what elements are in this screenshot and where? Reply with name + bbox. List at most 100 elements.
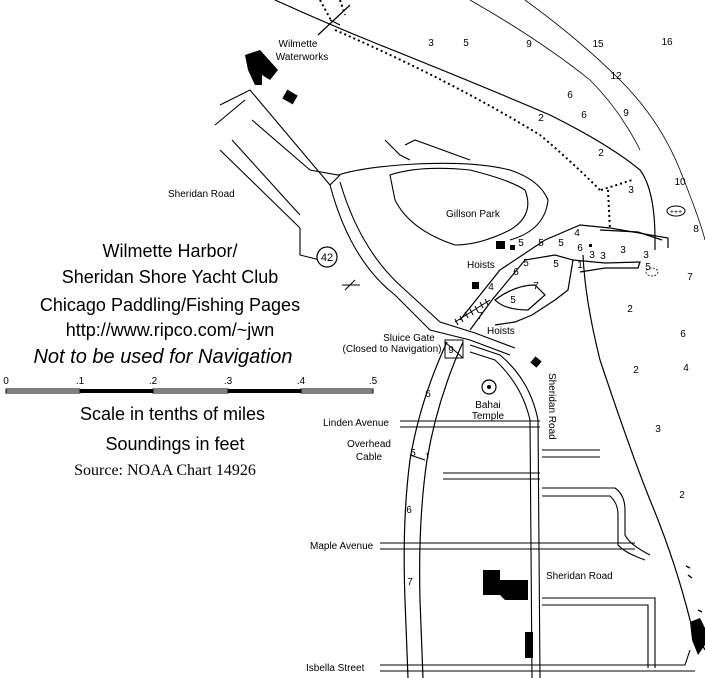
sounding: 6 xyxy=(581,110,587,121)
sounding: 6 xyxy=(577,243,583,254)
sounding: 5 xyxy=(523,258,529,269)
scale-tick-5: .5 xyxy=(369,376,378,387)
sounding: 7 xyxy=(477,311,483,322)
sounding: 3 xyxy=(643,250,649,261)
label-overhead-1: Overhead xyxy=(347,439,391,450)
sounding: 4 xyxy=(488,282,494,293)
sounding: 9 xyxy=(448,345,454,356)
south-roads xyxy=(380,344,695,678)
south-shore-dashes xyxy=(685,565,703,613)
sounding: 5 xyxy=(645,262,651,273)
soundings-caption: Soundings in feet xyxy=(105,434,245,454)
sluice-gate-symbol xyxy=(444,339,464,359)
sounding: 2 xyxy=(679,490,685,501)
hoist-buildings xyxy=(472,241,592,368)
sounding: 12 xyxy=(610,71,622,82)
label-sheridan-road-vertical: Sheridan Road xyxy=(546,373,557,440)
canal xyxy=(403,341,464,678)
label-isbella-street: Isbella Street xyxy=(306,663,365,674)
sounding: 3 xyxy=(628,185,634,196)
sounding: 6 xyxy=(567,90,573,101)
sounding: 1 xyxy=(577,260,583,271)
label-bahai-1: Bahai xyxy=(475,400,501,411)
label-sluice-gate-2: (Closed to Navigation) xyxy=(343,344,442,355)
waterworks-buildings xyxy=(245,50,298,105)
sounding: 5 xyxy=(410,448,416,459)
scale-bar: 0 .1 .2 .3 .4 .5 xyxy=(3,376,378,394)
sounding: 2 xyxy=(538,113,544,124)
sounding: 10 xyxy=(674,177,686,188)
sounding: 3 xyxy=(620,245,626,256)
scale-caption: Scale in tenths of miles xyxy=(79,404,266,424)
pier-hatch xyxy=(454,298,491,326)
sounding: 5 xyxy=(558,238,564,249)
sounding: 4 xyxy=(683,363,689,374)
scale-tick-1: .1 xyxy=(76,376,85,387)
label-waterworks-1: Wilmette xyxy=(279,39,318,50)
sounding: 3 xyxy=(589,250,595,261)
sounding: 3 xyxy=(428,38,434,49)
sounding: 9 xyxy=(526,39,532,50)
sounding: 6 xyxy=(513,267,519,278)
scale-tick-0: 0 xyxy=(3,376,9,387)
temple-symbol xyxy=(481,379,497,395)
scale-tick-2: .2 xyxy=(149,376,158,387)
harbor-basin xyxy=(459,224,669,331)
title-line-3: Chicago Paddling/Fishing Pages xyxy=(39,295,301,315)
sounding: 2 xyxy=(627,304,633,315)
sounding: 2 xyxy=(598,148,604,159)
depth-contours xyxy=(469,0,705,241)
depth-soundings-lake: 3 5 9 15 16 12 6 2 6 9 2 3 10 8 7 3 3 3 … xyxy=(428,37,699,501)
sounding: 7 xyxy=(407,577,413,588)
label-sheridan-road-nw: Sheridan Road xyxy=(168,189,235,200)
sounding: 5 xyxy=(538,238,544,249)
svg-text:+++: +++ xyxy=(670,209,682,216)
sounding: 6 xyxy=(425,389,431,400)
label-bahai-2: Temple xyxy=(472,411,505,422)
label-sheridan-road-south: Sheridan Road xyxy=(546,571,613,582)
sounding: 5 xyxy=(518,238,524,249)
title-line-2: Sheridan Shore Yacht Club xyxy=(61,267,279,287)
depth-soundings-harbor: 4 6 5 5 5 5 5 3 1 6 7 4 5 7 9 xyxy=(448,228,595,356)
sounding: 5 xyxy=(463,38,469,49)
label-hoists-north: Hoists xyxy=(467,260,495,271)
label-sluice-gate-1: Sluice Gate xyxy=(383,333,435,344)
navigation-warning: Not to be used for Navigation xyxy=(33,346,293,368)
sounding: 15 xyxy=(592,39,604,50)
scale-tick-4: .4 xyxy=(297,376,306,387)
sounding: 9 xyxy=(623,108,629,119)
scale-tick-3: .3 xyxy=(224,376,233,387)
route-42-label: 42 xyxy=(321,252,333,264)
sounding: 8 xyxy=(693,224,699,235)
sounding: 5 xyxy=(510,295,516,306)
breakwater-dotted xyxy=(319,0,633,231)
depth-soundings-canal: 6 5 6 7 xyxy=(406,389,431,588)
sounding: 16 xyxy=(661,37,673,48)
sounding: 4 xyxy=(574,228,580,239)
label-maple-avenue: Maple Avenue xyxy=(310,541,374,552)
route-42-shield: 42 xyxy=(316,246,338,268)
label-linden-avenue: Linden Avenue xyxy=(323,418,389,429)
south-buildings xyxy=(483,570,705,658)
sounding: 6 xyxy=(680,329,686,340)
park-roads xyxy=(214,89,549,296)
sounding: 5 xyxy=(553,259,559,270)
label-overhead-2: Cable xyxy=(356,452,383,463)
sounding: 3 xyxy=(600,251,606,262)
sounding: 7 xyxy=(687,272,693,283)
sounding: 2 xyxy=(633,365,639,376)
sounding: 6 xyxy=(406,505,412,516)
title-url: http://www.ripco.com/~jwn xyxy=(65,320,275,340)
title-line-1: Wilmette Harbor/ xyxy=(102,241,238,261)
corridor-road xyxy=(394,287,516,356)
sounding: 7 xyxy=(533,281,539,292)
label-hoists-south: Hoists xyxy=(487,326,515,337)
label-gillson-park: Gillson Park xyxy=(446,209,501,220)
source-note: Source: NOAA Chart 14926 xyxy=(74,462,256,479)
pier-top xyxy=(317,4,351,36)
place-labels: Wilmette Waterworks Sheridan Road Gillso… xyxy=(168,39,613,674)
buoy-symbol: +++ xyxy=(645,205,686,277)
shoreline xyxy=(274,0,705,651)
sounding: 3 xyxy=(655,424,661,435)
